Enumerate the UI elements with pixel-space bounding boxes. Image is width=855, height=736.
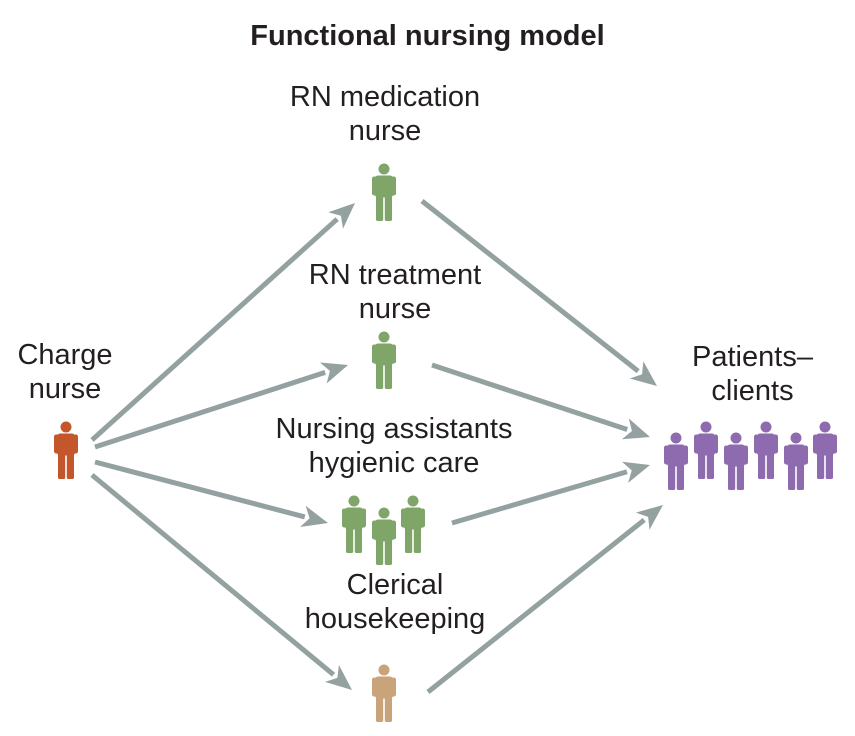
- patient-person-icon: [664, 432, 688, 490]
- arrows: [90, 199, 663, 694]
- charge-nurse-label-line2: nurse: [28, 373, 102, 405]
- rn-treatment-label: RN treatment nurse: [270, 258, 520, 326]
- clerical-label-line2: housekeeping: [304, 603, 486, 635]
- arrow-shaft: [90, 217, 339, 442]
- arrow-rn-medication-to-patients: [420, 199, 657, 386]
- arrow-clerical-to-patients: [426, 505, 663, 694]
- patient-person-icon: [724, 432, 748, 490]
- nursing-assistants-label-line1: Nursing assistants: [275, 413, 513, 445]
- arrow-charge-to-nursing-assistants: [94, 459, 328, 528]
- nursing-assistants-label: Nursing assistants hygienic care: [240, 412, 548, 480]
- nursing-assistant-person-icon: [401, 495, 425, 553]
- patients-label-line1: Patients–: [692, 341, 813, 373]
- arrow-head-icon: [621, 461, 650, 483]
- nursing-assistant-person-icon: [372, 507, 396, 565]
- arrow-charge-to-rn-treatment: [94, 362, 348, 450]
- clerical-person-icon: [372, 664, 396, 722]
- arrow-head-icon: [324, 664, 352, 690]
- rn-treatment-label-line2: nurse: [358, 293, 432, 325]
- patient-person-icon: [784, 432, 808, 490]
- arrow-head-icon: [629, 361, 657, 386]
- arrow-head-icon: [621, 418, 650, 440]
- patient-person-icon: [694, 421, 718, 479]
- arrow-shaft: [94, 370, 326, 450]
- rn-medication-label-line1: RN medication: [289, 81, 481, 113]
- arrow-head-icon: [635, 505, 663, 530]
- patients-label-line2: clients: [711, 375, 794, 407]
- charge-nurse-person-icon: [54, 421, 78, 479]
- diagram-title: Functional nursing model: [250, 20, 605, 52]
- clerical-label: Clerical housekeeping: [280, 568, 510, 636]
- rn-medication-label: RN medication nurse: [255, 80, 515, 148]
- arrow-shaft: [451, 469, 628, 526]
- arrow-head-icon: [300, 505, 328, 528]
- charge-nurse-label: Charge nurse: [0, 338, 130, 406]
- patients-label: Patients– clients: [665, 340, 840, 408]
- arrow-rn-treatment-to-patients: [431, 362, 650, 440]
- rn-treatment-person-icon: [372, 331, 396, 389]
- people: [54, 163, 837, 722]
- arrow-shaft: [420, 199, 640, 374]
- arrow-assistants-to-patients: [451, 461, 650, 526]
- arrow-shaft: [90, 473, 336, 677]
- arrow-shaft: [94, 459, 306, 520]
- arrow-charge-to-rn-medication: [90, 203, 355, 442]
- rn-treatment-label-line1: RN treatment: [308, 259, 482, 291]
- patient-person-icon: [754, 421, 778, 479]
- arrow-head-icon: [328, 203, 355, 229]
- arrow-shaft: [426, 517, 646, 694]
- clerical-label-line1: Clerical: [346, 569, 444, 601]
- rn-medication-person-icon: [372, 163, 396, 221]
- arrow-charge-to-clerical: [90, 473, 352, 690]
- arrow-shaft: [431, 362, 628, 432]
- nursing-assistant-person-icon: [342, 495, 366, 553]
- arrow-head-icon: [319, 362, 348, 384]
- charge-nurse-label-line1: Charge: [17, 339, 113, 371]
- nursing-assistants-label-line2: hygienic care: [308, 447, 480, 479]
- rn-medication-label-line2: nurse: [348, 115, 422, 147]
- patient-person-icon: [813, 421, 837, 479]
